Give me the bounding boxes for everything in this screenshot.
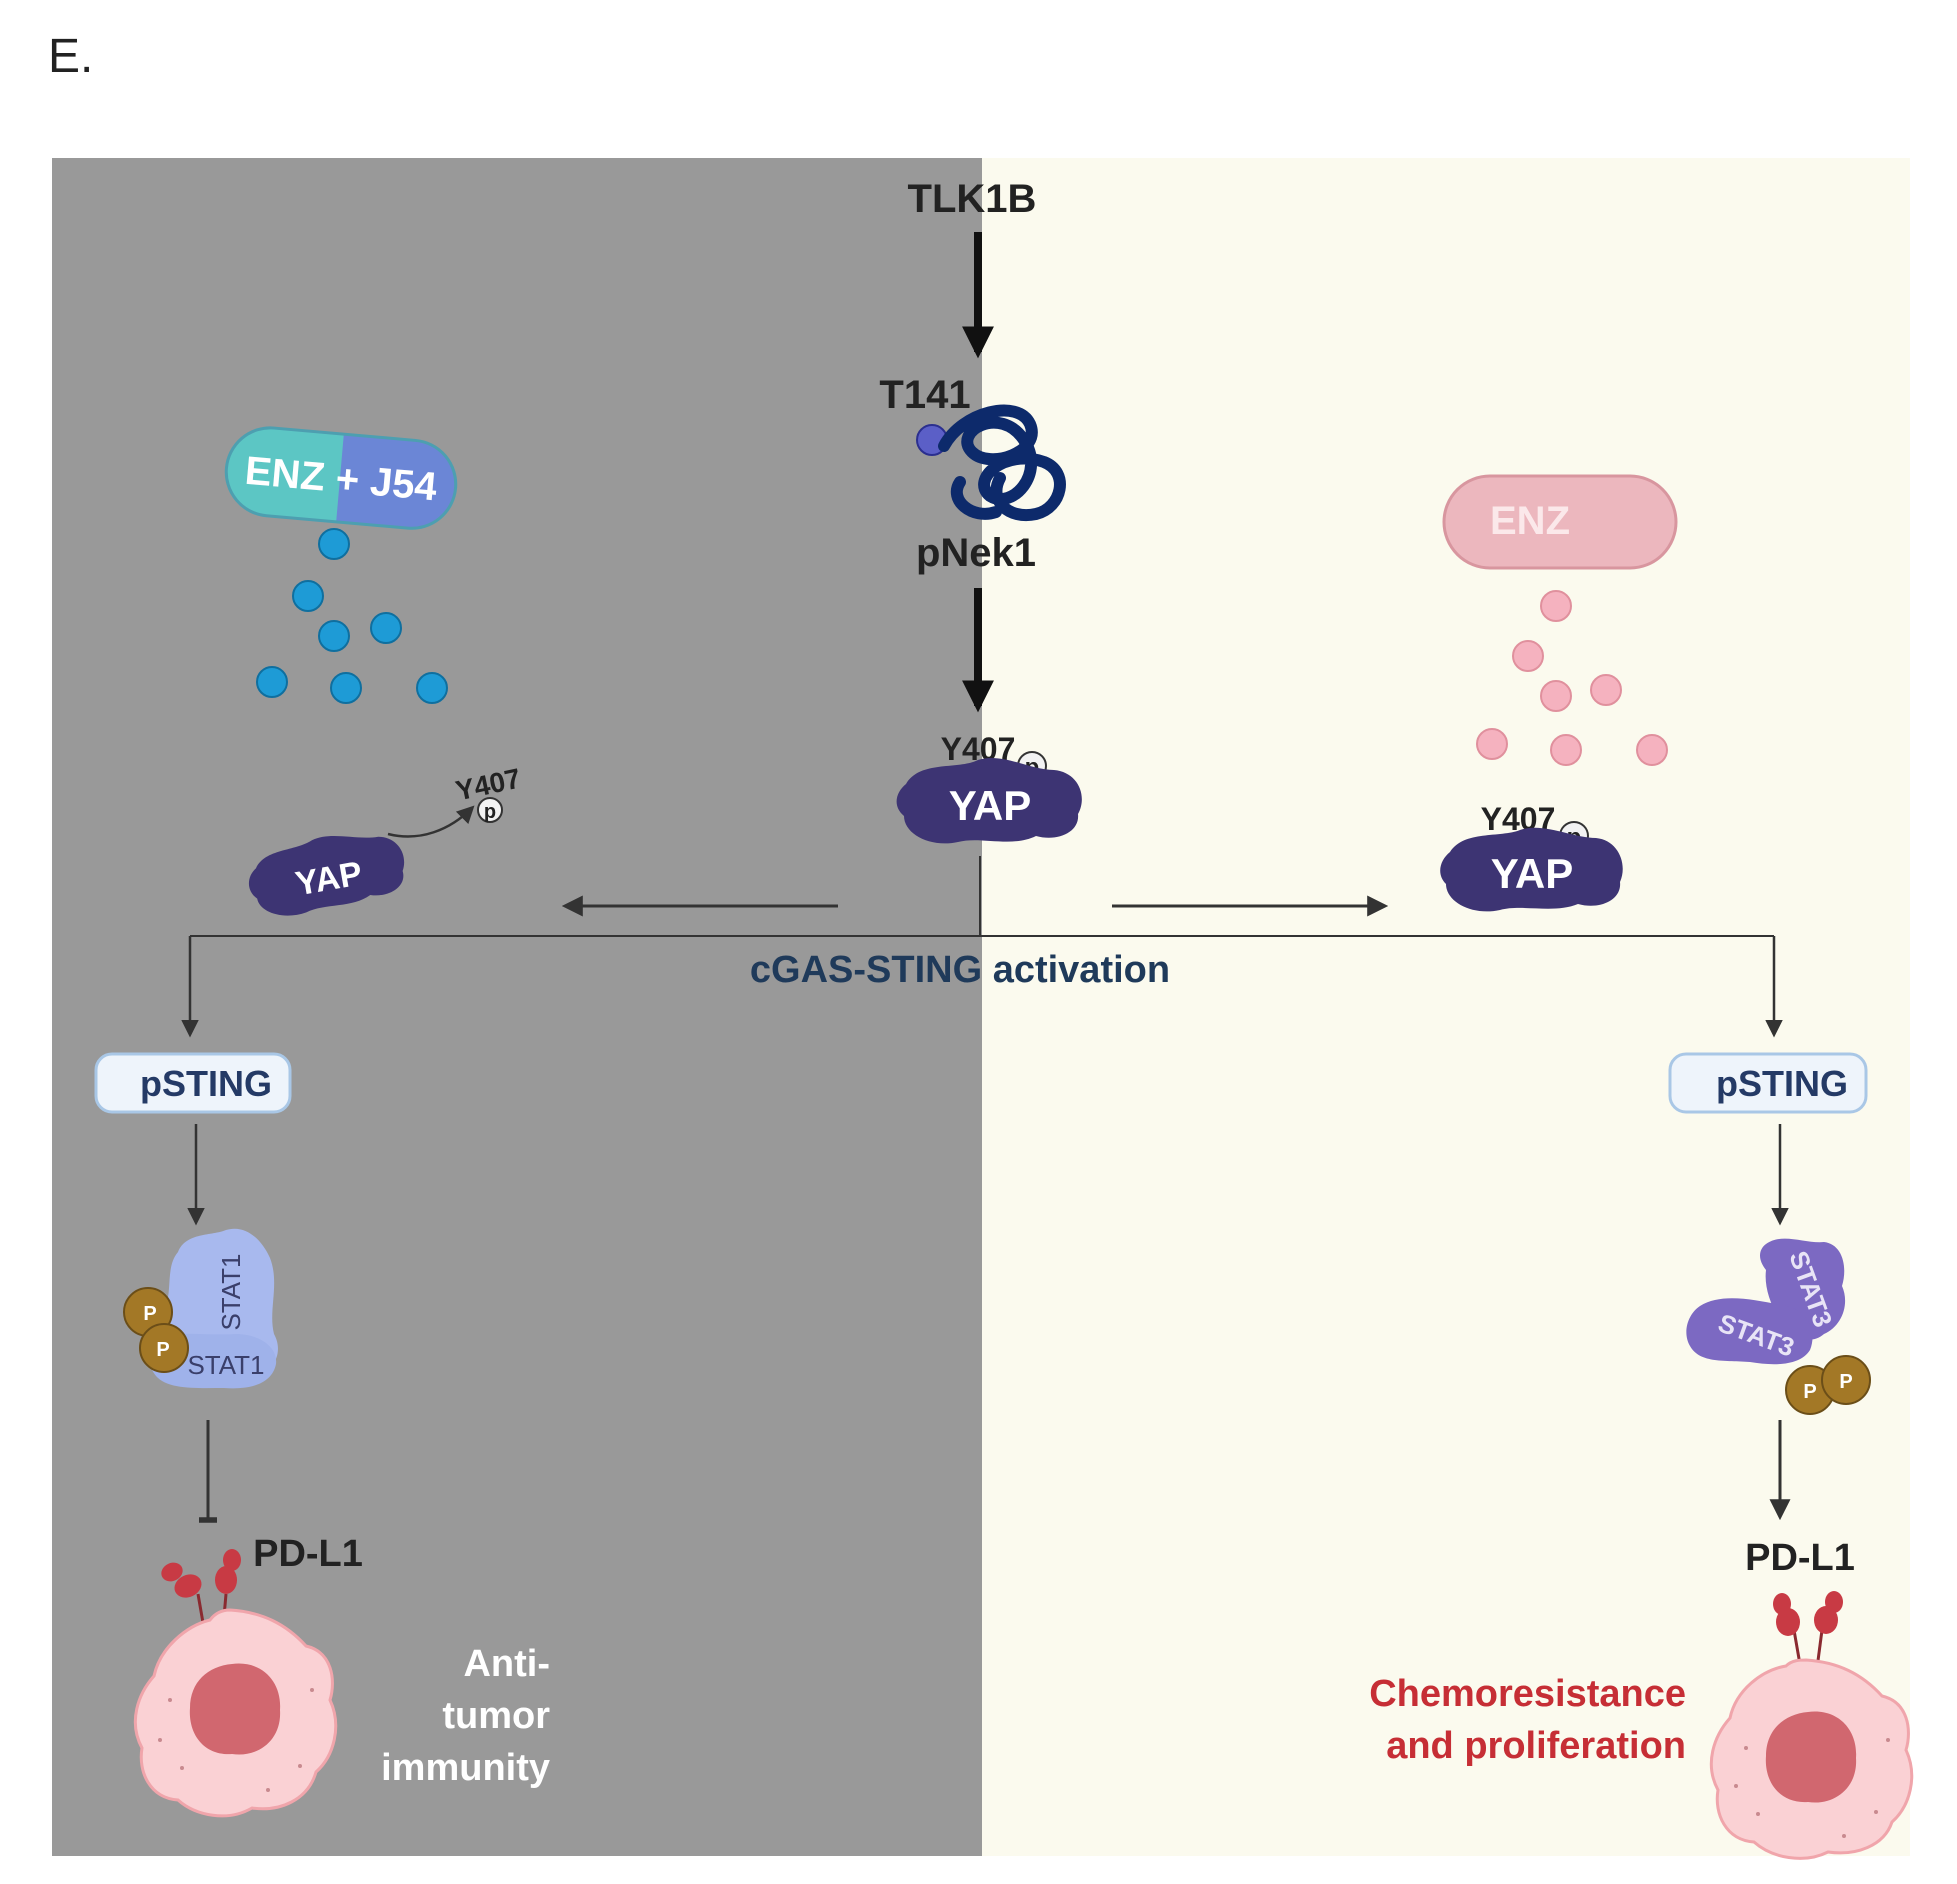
right-stat3-dimer: STAT3 STAT3 P P — [1686, 1238, 1871, 1415]
center-yap-label: YAP — [949, 782, 1032, 829]
left-yap-protein: YAP — [248, 836, 404, 916]
right-phospho-group-a-label: P — [1803, 1381, 1816, 1403]
left-stat1-label-horizontal: STAT1 — [187, 1350, 264, 1380]
right-phospho-group-b-label: P — [1839, 1371, 1852, 1393]
left-psting-label: pSTING — [140, 1063, 272, 1104]
right-phospho-group-b — [1821, 1355, 1871, 1405]
left-particle — [318, 620, 350, 652]
left-particle — [318, 528, 350, 560]
right-pdl1-label: PD-L1 — [1745, 1537, 1855, 1579]
left-phospho-label: p — [484, 801, 496, 823]
right-tumor-cell-icon — [1709, 1658, 1914, 1860]
left-psting-box: pSTING — [94, 1052, 292, 1114]
left-phospho-badge — [477, 797, 503, 823]
left-stat1-label-vertical: STAT1 — [216, 1253, 246, 1330]
left-panel-background — [52, 158, 982, 1856]
right-outcome-line2: and proliferation — [1386, 1725, 1686, 1767]
left-tumor-cell-icon — [133, 1608, 338, 1818]
right-particle — [1590, 674, 1622, 706]
left-particle — [416, 672, 448, 704]
nek1-protein-icon — [938, 404, 1066, 522]
pnek1-label: pNek1 — [916, 531, 1036, 575]
left-dephospho-arrow — [387, 805, 475, 838]
right-particle — [1512, 640, 1544, 672]
left-drug-particles — [256, 528, 448, 704]
right-panel-background — [982, 158, 1910, 1856]
right-drug-label: ENZ — [1490, 499, 1570, 543]
t141-label: T141 — [879, 373, 970, 417]
right-drug-particles — [1476, 590, 1668, 766]
left-outcome-line1: Anti- — [463, 1643, 550, 1685]
right-yap-label: YAP — [1491, 850, 1574, 897]
cgas-sting-label: cGAS-STING activation — [750, 949, 1170, 991]
right-particle — [1476, 728, 1508, 760]
left-outcome-line3: immunity — [381, 1747, 550, 1789]
panel-label: E. — [48, 30, 93, 83]
right-outcome-line1: Chemoresistance — [1369, 1673, 1686, 1715]
left-pdl1-label: PD-L1 — [253, 1533, 363, 1575]
left-phospho-group-b-label: P — [156, 1339, 169, 1361]
right-drug-pill: ENZ — [1442, 474, 1678, 570]
left-stat1-dimer: STAT1 STAT1 P P — [123, 1228, 278, 1389]
center-yap-protein: YAP — [896, 757, 1082, 844]
left-phospho-group-b — [139, 1323, 189, 1373]
left-particle — [370, 612, 402, 644]
left-outcome-line2: tumor — [442, 1695, 550, 1737]
right-particle — [1540, 680, 1572, 712]
right-psting-label: pSTING — [1716, 1063, 1848, 1104]
left-particle — [256, 666, 288, 698]
left-particle — [292, 580, 324, 612]
left-drug-pill: ENZ + J54 — [224, 426, 458, 530]
left-phospho-group-a-label: P — [143, 1303, 156, 1325]
right-particle — [1636, 734, 1668, 766]
right-psting-box: pSTING — [1668, 1052, 1868, 1114]
right-yap-protein: YAP — [1440, 827, 1623, 912]
right-particle — [1540, 590, 1572, 622]
left-particle — [330, 672, 362, 704]
right-particle — [1550, 734, 1582, 766]
tlk1b-label: TLK1B — [908, 177, 1037, 221]
